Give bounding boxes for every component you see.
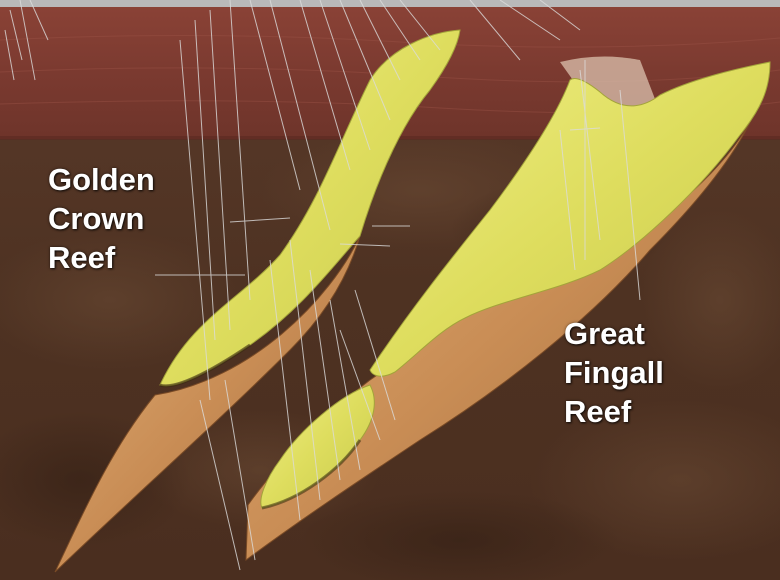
great-fingall-label-line-1: Great	[564, 314, 664, 353]
great-fingall-label-line-3: Reef	[564, 392, 664, 431]
golden-crown-label-line-2: Crown	[48, 199, 155, 238]
golden-crown-label-line-3: Reef	[48, 238, 155, 277]
golden-crown-label-line-1: Golden	[48, 160, 155, 199]
great-fingall-label-line-2: Fingall	[564, 353, 664, 392]
great-fingall-reef-label: Great Fingall Reef	[564, 314, 664, 431]
golden-crown-reef-label: Golden Crown Reef	[48, 160, 155, 277]
surface-top-edge	[0, 0, 780, 7]
